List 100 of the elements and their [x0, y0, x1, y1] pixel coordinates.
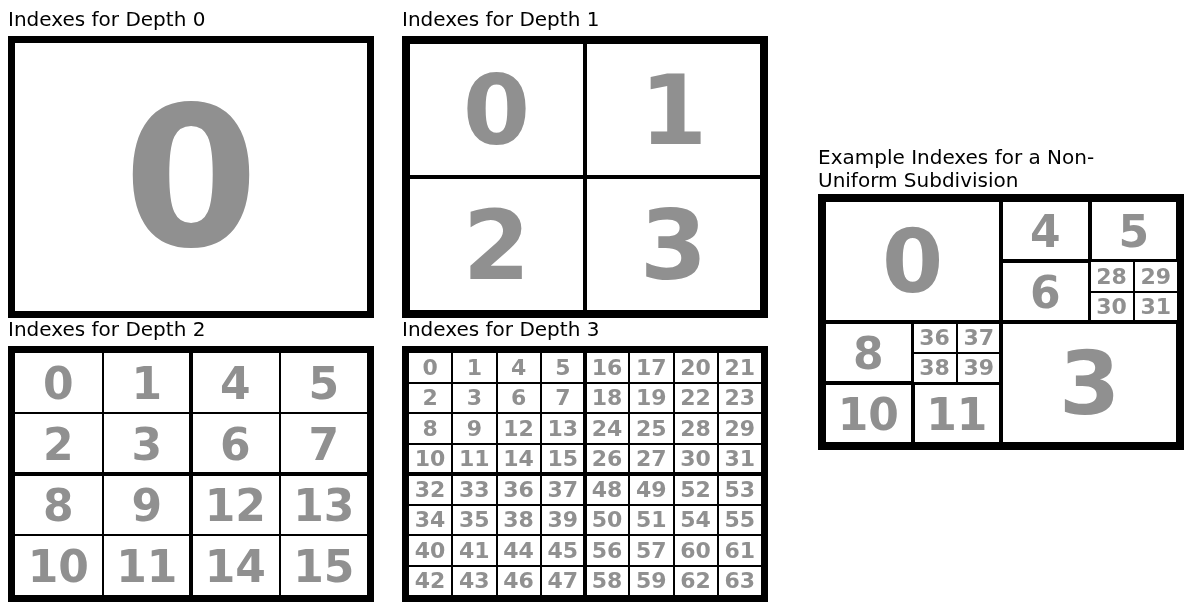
- grid-cell: [496, 504, 541, 535]
- grid-cell: [452, 382, 497, 413]
- grid-cell: [673, 535, 718, 566]
- index-number: 59: [636, 570, 667, 592]
- index-number: 56: [591, 539, 623, 562]
- index-number: 42: [414, 570, 446, 592]
- grid-cell: [496, 535, 541, 566]
- grid-cell: [452, 565, 497, 596]
- index-number: 62: [680, 570, 711, 592]
- grid-cell: [496, 565, 541, 596]
- index-number: 0: [42, 361, 74, 406]
- index-number: 2: [462, 197, 531, 294]
- index-number: 37: [547, 478, 579, 501]
- index-number: 60: [680, 539, 711, 562]
- grid-cell: [673, 352, 718, 383]
- index-number: 11: [116, 544, 178, 589]
- grid-cell: [14, 352, 103, 413]
- panel-title: Example Indexes for a Non-Uniform Subdivision: [818, 146, 1096, 192]
- grid-cell: [717, 535, 762, 566]
- index-number: 31: [1140, 296, 1172, 318]
- grid-cell: [408, 535, 453, 566]
- grid-cell: [673, 565, 718, 596]
- index-number: 38: [503, 509, 534, 531]
- index-number: 61: [724, 539, 756, 562]
- index-number: 44: [503, 539, 534, 562]
- index-number: 3: [131, 422, 163, 467]
- index-number: 48: [591, 478, 623, 501]
- grid-cell: [717, 565, 762, 596]
- index-number: 23: [724, 387, 756, 409]
- index-number: 8: [422, 417, 438, 440]
- index-number: 0: [422, 356, 438, 379]
- index-number: 0: [462, 62, 531, 159]
- index-number: 3: [639, 197, 708, 294]
- index-number: 41: [459, 539, 490, 562]
- grid-cell: [452, 535, 497, 566]
- index-number: 26: [591, 448, 623, 470]
- index-number: 16: [591, 356, 623, 379]
- grid-cell: [496, 382, 541, 413]
- grid-cell: [717, 413, 762, 444]
- index-number: 3: [1058, 339, 1121, 428]
- grid-cell: [408, 504, 453, 535]
- index-number: 52: [680, 478, 711, 501]
- index-number: 20: [680, 356, 711, 379]
- index-number: 7: [555, 387, 571, 409]
- index-number: 5: [308, 361, 340, 406]
- index-number: 37: [963, 326, 995, 349]
- index-number: 39: [547, 509, 579, 531]
- grid-cell: [629, 535, 674, 566]
- panel-title: Indexes for Depth 1: [402, 8, 600, 31]
- index-number: 30: [680, 448, 711, 470]
- index-number: 15: [547, 448, 579, 470]
- grid-cell: [496, 413, 541, 444]
- grid-cell: [408, 565, 453, 596]
- index-number: 2: [422, 387, 438, 409]
- index-number: 27: [636, 448, 667, 470]
- index-number: 51: [636, 509, 667, 531]
- index-number: 49: [636, 478, 667, 501]
- index-number: 2: [42, 422, 74, 467]
- grid-cell: [824, 383, 913, 444]
- index-number: 9: [466, 417, 483, 440]
- index-number: 0: [123, 80, 259, 275]
- index-number: 40: [414, 539, 446, 562]
- index-number: 32: [414, 478, 446, 501]
- index-number: 10: [27, 544, 89, 589]
- index-number: 28: [1096, 265, 1127, 288]
- index-number: 4: [510, 356, 527, 379]
- index-number: 7: [308, 422, 340, 467]
- grid-cell: [279, 352, 368, 413]
- index-number: 31: [724, 448, 756, 470]
- grid-cell: [1089, 261, 1134, 292]
- grid-cell: [673, 382, 718, 413]
- index-number: 45: [547, 539, 579, 562]
- grid-cell: [673, 504, 718, 535]
- index-number: 11: [459, 448, 490, 470]
- index-number: 21: [724, 356, 756, 379]
- grid-cell: [1089, 200, 1178, 261]
- index-number: 17: [636, 356, 667, 379]
- grid-cell: [408, 352, 453, 383]
- index-number: 22: [680, 387, 711, 409]
- index-number: 5: [1118, 209, 1150, 254]
- index-number: 5: [555, 356, 571, 379]
- index-number: 28: [680, 417, 711, 440]
- index-number: 33: [459, 478, 490, 501]
- index-number: 43: [459, 570, 490, 592]
- panel-title: Indexes for Depth 2: [8, 318, 206, 341]
- grid-cell: [279, 535, 368, 596]
- index-number: 4: [219, 361, 251, 406]
- grid-cell: [629, 504, 674, 535]
- grid-cell: [452, 352, 497, 383]
- index-number: 46: [503, 570, 534, 592]
- index-number: 36: [503, 478, 534, 501]
- grid-cell: [629, 413, 674, 444]
- index-number: 54: [680, 509, 711, 531]
- index-number: 19: [636, 387, 667, 409]
- grid-cell: [629, 352, 674, 383]
- index-number: 6: [1029, 270, 1061, 315]
- grid-cell: [14, 535, 103, 596]
- index-number: 30: [1096, 296, 1127, 318]
- index-number: 13: [547, 417, 579, 440]
- grid-cell: [629, 565, 674, 596]
